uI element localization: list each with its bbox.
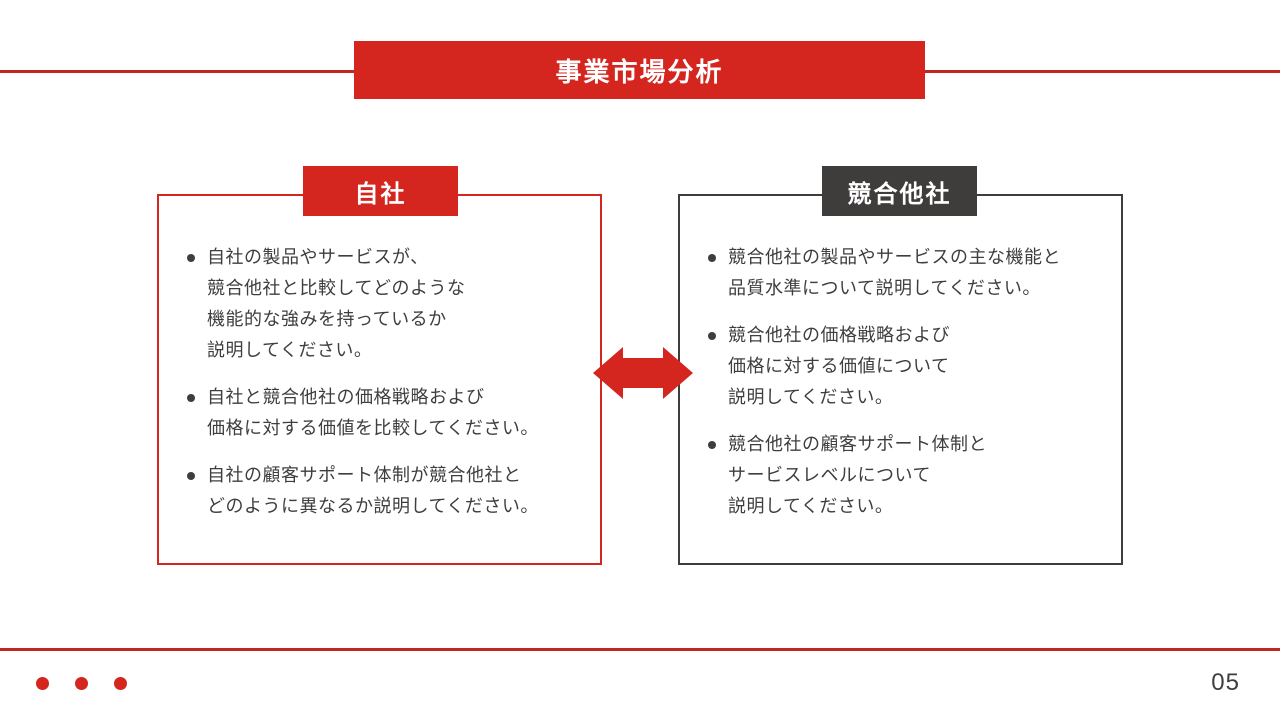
bullet-item: 自社の製品やサービスが、 競合他社と比較してどのような 機能的な強みを持っている… [187,242,586,366]
competitor-bullet-list: 競合他社の製品やサービスの主な機能と 品質水準について説明してください。 競合他… [680,196,1121,522]
competitor-tab: 競合他社 [822,166,977,216]
slide-title: 事業市場分析 [555,56,724,87]
bullet-item: 競合他社の価格戦略および 価格に対する価値について 説明してください。 [708,320,1107,413]
bullet-item: 自社と競合他社の価格戦略および 価格に対する価値を比較してください。 [187,382,586,444]
own-company-tab-label: 自社 [354,180,407,208]
slide-title-banner: 事業市場分析 [354,41,925,99]
bottom-divider-line [0,648,1280,651]
own-company-tab: 自社 [303,166,458,216]
pagination-dots [36,677,127,690]
own-company-bullet-list: 自社の製品やサービスが、 競合他社と比較してどのような 機能的な強みを持っている… [159,196,600,522]
competitor-tab-label: 競合他社 [847,180,952,208]
bullet-item: 自社の顧客サポート体制が競合他社と どのように異なるか説明してください。 [187,460,586,522]
pagination-dot [75,677,88,690]
bullet-item: 競合他社の顧客サポート体制と サービスレベルについて 説明してください。 [708,429,1107,522]
page-number: 05 [1211,669,1240,696]
double-arrow-icon [593,347,693,399]
competitor-panel: 競合他社 競合他社の製品やサービスの主な機能と 品質水準について説明してください… [678,166,1123,565]
bullet-item: 競合他社の製品やサービスの主な機能と 品質水準について説明してください。 [708,242,1107,304]
pagination-dot [114,677,127,690]
own-company-panel: 自社 自社の製品やサービスが、 競合他社と比較してどのような 機能的な強みを持っ… [157,166,602,565]
pagination-dot [36,677,49,690]
